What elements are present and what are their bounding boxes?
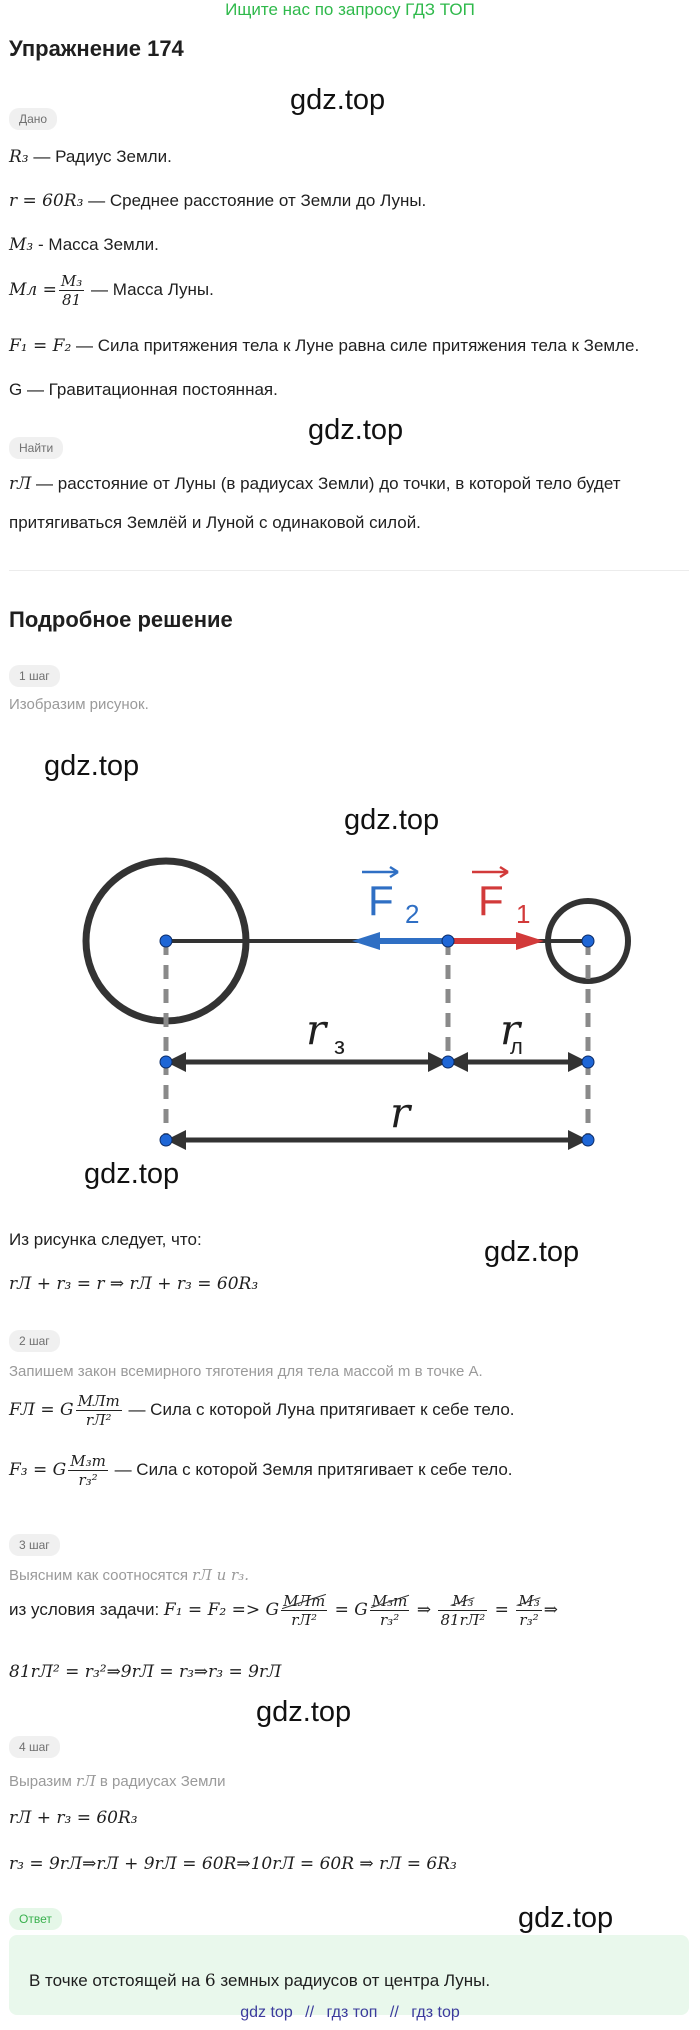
r3-head-right xyxy=(428,1052,448,1072)
answer-text: В точке отстоящей на 6 земных радиусов о… xyxy=(29,1971,491,1991)
given-line-2: r = 60R₃ — Среднее расстояние от Земли д… xyxy=(9,191,427,211)
f1-vector-tip xyxy=(499,865,509,879)
answer-badge: Ответ xyxy=(9,1908,62,1930)
f2-label: F xyxy=(368,877,394,924)
given-badge: Дано xyxy=(9,108,58,130)
rl-head-right xyxy=(568,1052,588,1072)
watermark: gdz.top xyxy=(84,1158,180,1190)
f1-subscript: 1 xyxy=(516,899,530,929)
footer-links: gdz top // гдз топ // гдз top xyxy=(0,2004,700,2022)
equation-4: 81rЛ² = r₃²⇒9rЛ = r₃⇒r₃ = 9rЛ xyxy=(9,1662,282,1682)
r3-label: r xyxy=(306,1005,329,1054)
given-line-6: G — Гравитационная постоянная. xyxy=(9,380,278,399)
dot xyxy=(581,1055,595,1069)
solution-title: Подробное решение xyxy=(9,607,233,632)
f2-subscript: 2 xyxy=(405,899,419,929)
rl-subscript: л xyxy=(510,1034,523,1059)
dot xyxy=(581,1133,595,1147)
moon-center-dot xyxy=(581,934,595,948)
point-a-dot xyxy=(441,934,455,948)
find-badge: Найти xyxy=(9,437,64,459)
earth-center-dot xyxy=(159,934,173,948)
step-4-text: Выразим rЛ в радиусах Земли xyxy=(9,1772,226,1790)
page-title: Упражнение 174 xyxy=(9,36,184,61)
step-1-text: Изобразим рисунок. xyxy=(9,696,149,713)
step-3-badge: 3 шаг xyxy=(9,1534,60,1556)
r3-subscript: з xyxy=(334,1033,345,1060)
footer-separator: // xyxy=(305,2004,315,2021)
step-3-text: Выясним как соотносятся rЛ и r₃. xyxy=(9,1566,249,1584)
f1-arrow-head xyxy=(516,932,544,950)
watermark: gdz.top xyxy=(484,1236,580,1268)
force-diagram: F 2 F 1 r з r л r xyxy=(82,857,631,1150)
given-line-3: M₃ - Масса Земли. xyxy=(9,235,159,255)
f2-arrow-head xyxy=(352,932,380,950)
footer-separator: // xyxy=(389,2004,399,2021)
step-2-text: Запишем закон всемирного тяготения для т… xyxy=(9,1363,483,1380)
equation-1: rЛ + r₃ = r ⇒ rЛ + r₃ = 60R₃ xyxy=(9,1274,259,1294)
watermark: gdz.top xyxy=(290,84,386,116)
answer-box: В точке отстоящей на 6 земных радиусов о… xyxy=(9,1935,689,2015)
footer-link-gdz-top-ru[interactable]: гдз топ xyxy=(326,2004,378,2021)
watermark: gdz.top xyxy=(518,1902,614,1934)
find-line-1: rЛ — расстояние от Луны (в радиусах Земл… xyxy=(9,474,621,494)
follows-text: Из рисунка следует, что: xyxy=(9,1230,202,1249)
footer-link-gdz-top[interactable]: gdz top xyxy=(240,2004,293,2021)
r-head-right xyxy=(568,1130,588,1150)
step-4-badge: 4 шаг xyxy=(9,1736,60,1758)
r-head-left xyxy=(166,1130,186,1150)
find-line-2: притягиваться Землёй и Луной с одинаково… xyxy=(9,513,421,532)
search-banner: Ищите нас по запросу ГДЗ ТОП xyxy=(225,0,475,19)
step-2-badge: 2 шаг xyxy=(9,1330,60,1352)
equation-5: rЛ + r₃ = 60R₃ xyxy=(9,1808,138,1828)
dot xyxy=(159,1055,173,1069)
watermark: gdz.top xyxy=(344,804,440,836)
rl-label: r xyxy=(500,1005,523,1054)
footer-link-gdz-top-mixed[interactable]: гдз top xyxy=(411,2004,460,2021)
given-line-5: F₁ = F₂ — Сила притяжения тела к Луне ра… xyxy=(9,336,640,356)
watermark: gdz.top xyxy=(256,1696,352,1728)
f2-vector-tip xyxy=(389,865,399,879)
dot xyxy=(441,1055,455,1069)
watermark: gdz.top xyxy=(44,750,140,782)
rl-head-left xyxy=(448,1052,468,1072)
dot xyxy=(159,1133,173,1147)
given-line-1: R₃ — Радиус Земли. xyxy=(9,147,172,167)
f1-label: F xyxy=(478,877,504,924)
watermark: gdz.top xyxy=(308,414,404,446)
equation-6: r₃ = 9rЛ⇒rЛ + 9rЛ = 60R⇒10rЛ = 60R ⇒ rЛ … xyxy=(9,1854,457,1874)
step-1-badge: 1 шаг xyxy=(9,665,60,687)
r-label: r xyxy=(390,1088,413,1137)
r3-head-left xyxy=(166,1052,186,1072)
divider xyxy=(9,570,689,571)
